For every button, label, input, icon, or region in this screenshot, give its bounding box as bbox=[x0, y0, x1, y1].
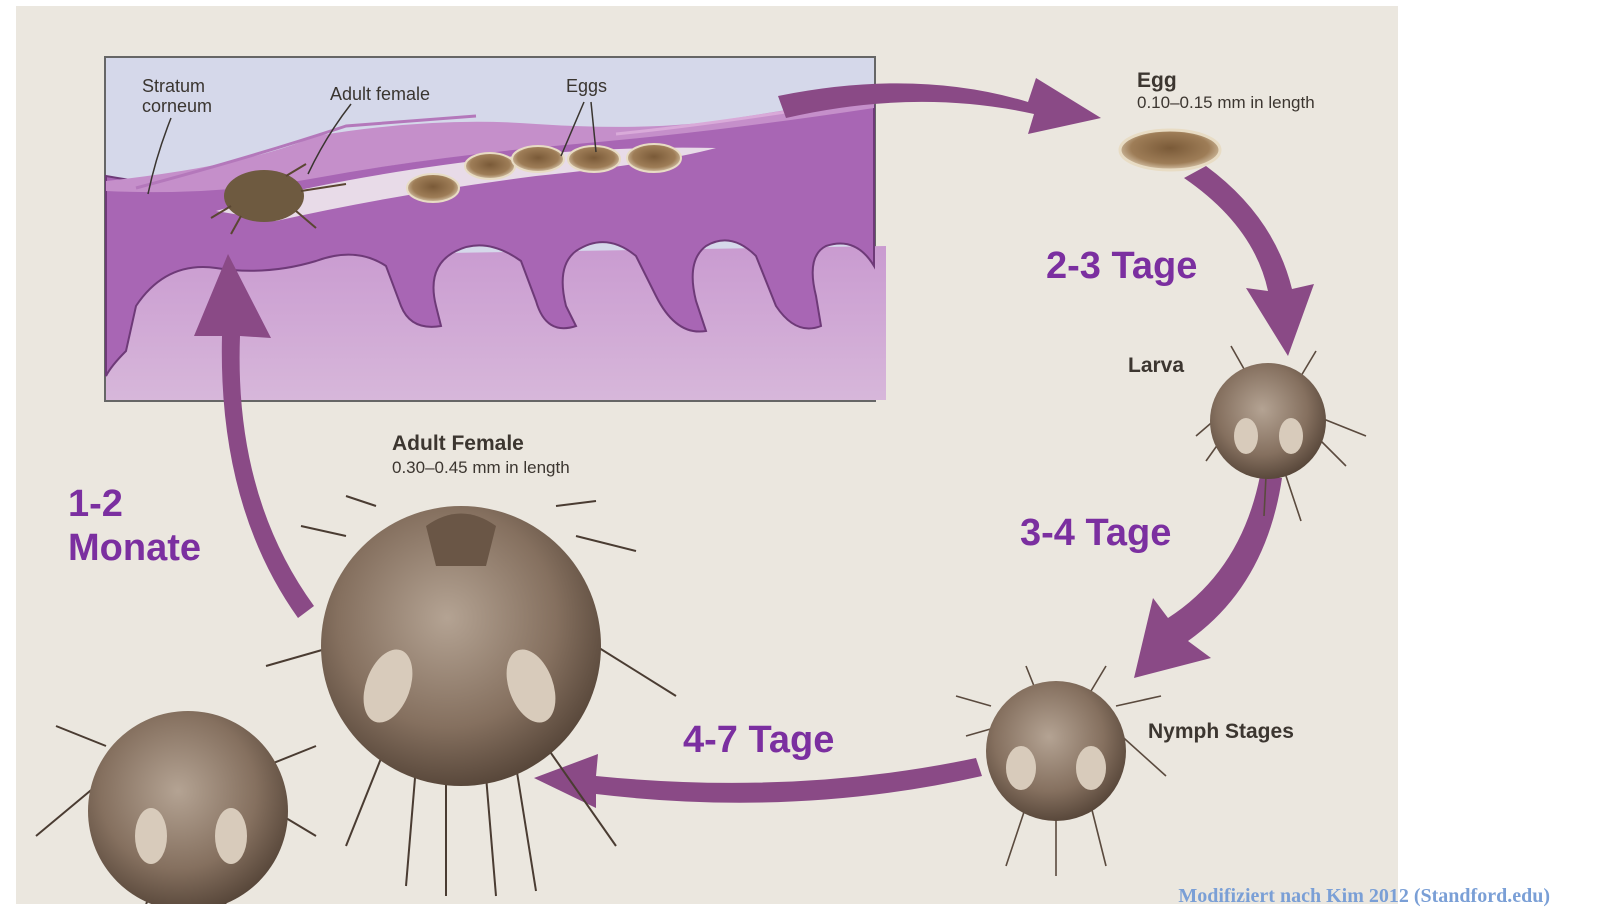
egg-stage-icon bbox=[1120, 130, 1220, 170]
egg-stage-title: Egg bbox=[1137, 69, 1177, 93]
duration-nymph-to-adult: 4-7 Tage bbox=[683, 718, 834, 762]
diagram-canvas: Stratum corneum Adult female Eggs Egg 0.… bbox=[16, 6, 1398, 904]
arrow-nymph-to-adult bbox=[534, 754, 982, 808]
adult-stage-title: Adult Female bbox=[392, 432, 524, 456]
larva-icon bbox=[1196, 346, 1366, 521]
egg-stage-size: 0.10–0.15 mm in length bbox=[1137, 93, 1315, 113]
label-stratum-corneum: Stratum corneum bbox=[142, 76, 212, 116]
duration-larva-to-nymph: 3-4 Tage bbox=[1020, 511, 1171, 555]
second-mite-icon bbox=[36, 711, 316, 904]
larva-stage-title: Larva bbox=[1128, 354, 1184, 378]
duration-egg-to-larva: 2-3 Tage bbox=[1046, 244, 1197, 288]
burrow-mite-icon bbox=[224, 170, 304, 222]
adult-stage-size: 0.30–0.45 mm in length bbox=[392, 458, 570, 478]
lifecycle-illustration bbox=[16, 6, 1398, 904]
label-eggs-skin: Eggs bbox=[566, 76, 607, 96]
nymph-icon bbox=[956, 666, 1166, 876]
nymph-stage-title: Nymph Stages bbox=[1148, 720, 1294, 744]
arrow-egg-to-larva bbox=[1184, 166, 1314, 356]
arrow-larva-to-nymph bbox=[1134, 476, 1282, 678]
duration-adult-to-skin: 1-2 Monate bbox=[68, 482, 213, 570]
source-credit: Modifiziert nach Kim 2012 (Standford.edu… bbox=[1178, 885, 1550, 908]
adult-female-icon bbox=[266, 496, 676, 896]
label-adult-female-skin: Adult female bbox=[330, 84, 430, 104]
